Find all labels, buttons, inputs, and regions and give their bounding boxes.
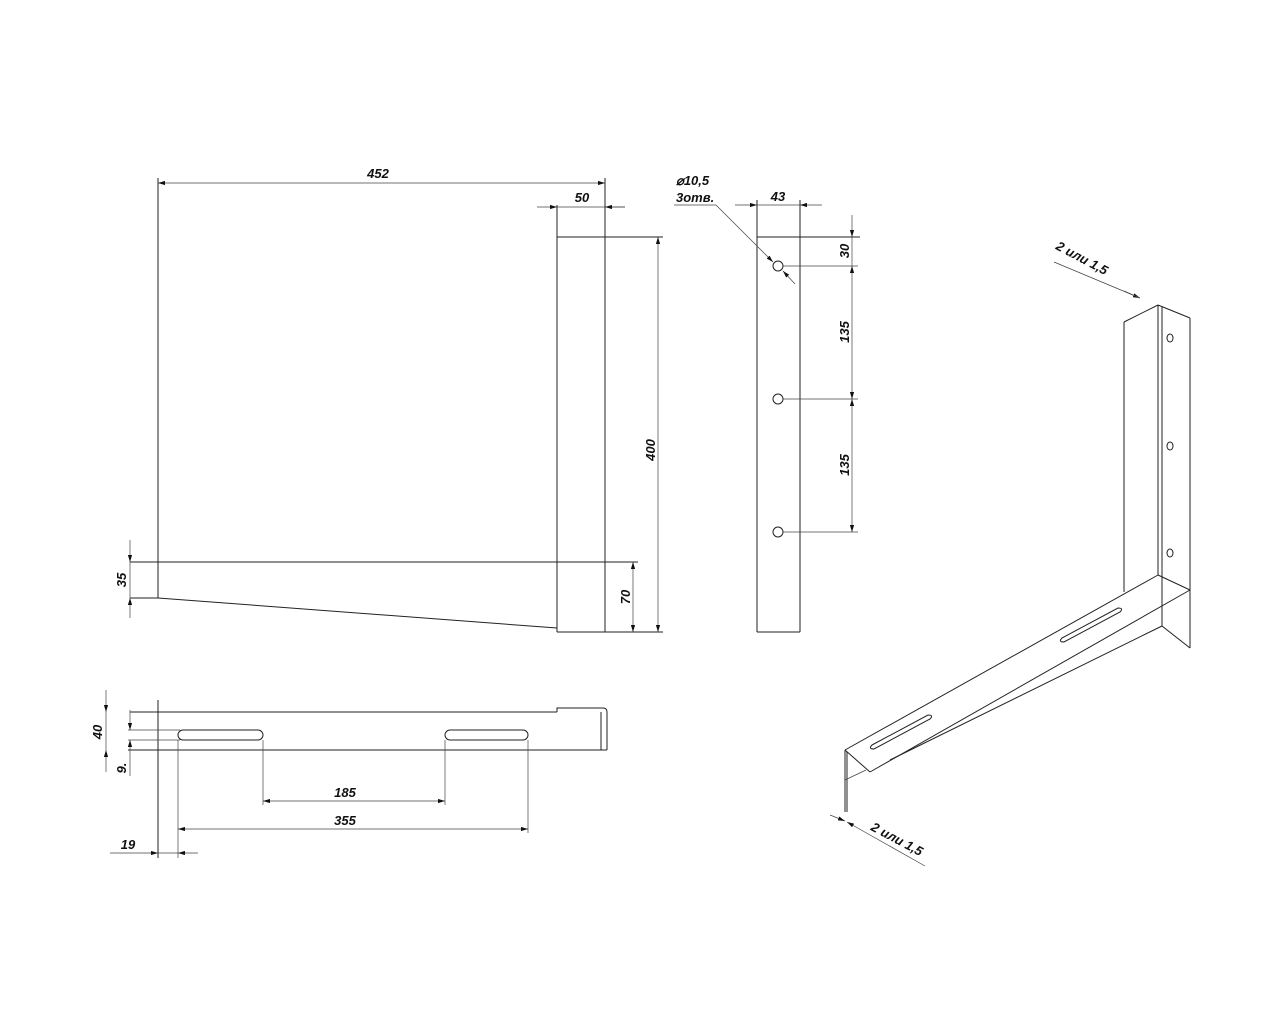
hole-count-note: 3отв. [676, 190, 714, 205]
dim-452: 452 [366, 166, 389, 181]
mount-hole [772, 260, 784, 272]
hole-diameter-note: ⌀10,5 [676, 173, 710, 188]
mount-hole [772, 393, 784, 405]
dim-135-a: 135 [837, 320, 852, 342]
side-view: 30 135 135 43 ⌀10,5 3отв. [674, 173, 860, 633]
iso-slot [869, 714, 933, 750]
mount-hole [772, 526, 784, 538]
top-view: 40 9. 185 355 19 [90, 690, 608, 858]
isometric-view: 2 или 1,5 2 или 1,5 [829, 238, 1191, 867]
dim-19: 19 [121, 837, 136, 852]
front-view: 452 50 400 35 70 [114, 166, 663, 633]
slot-right [444, 729, 529, 741]
dim-50: 50 [575, 190, 590, 205]
dim-9: 9. [114, 763, 129, 774]
dim-70: 70 [618, 589, 633, 604]
dim-40: 40 [90, 724, 105, 740]
dim-30: 30 [837, 243, 852, 258]
dim-400: 400 [643, 438, 658, 461]
iso-slot [1059, 607, 1123, 643]
dim-355: 355 [334, 813, 356, 828]
iso-thickness-top: 2 или 1,5 [1053, 238, 1111, 279]
dim-185: 185 [334, 785, 356, 800]
dim-135-b: 135 [837, 453, 852, 475]
dim-35: 35 [114, 572, 129, 587]
slot-left [177, 729, 264, 741]
dim-43: 43 [770, 189, 786, 204]
